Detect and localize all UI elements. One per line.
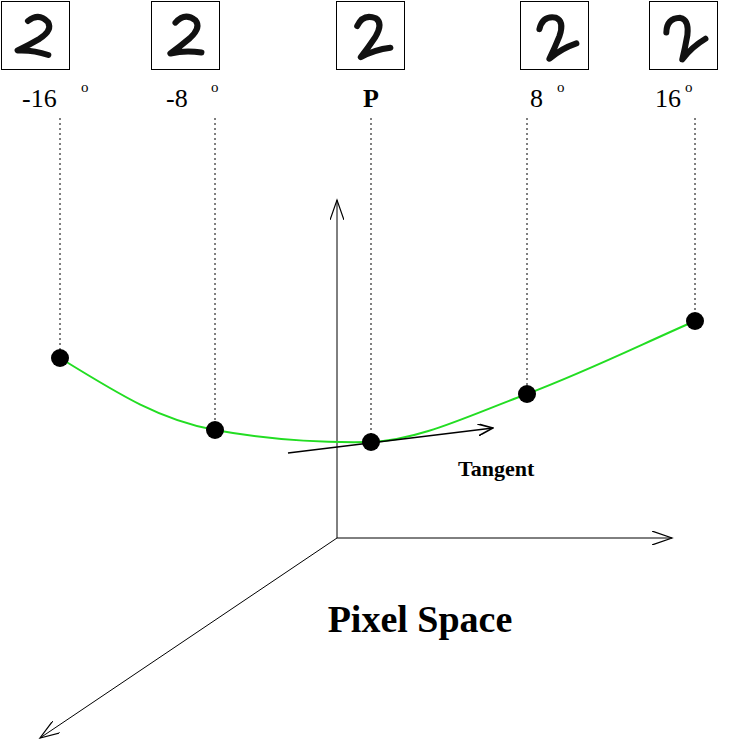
- manifold-curve: [60, 321, 695, 442]
- degree-mark: o: [81, 80, 89, 95]
- manifold-points: [51, 312, 704, 451]
- space-label: Pixel Space: [328, 600, 513, 638]
- prototype-label: P: [363, 86, 379, 112]
- digit-images: [2, 2, 718, 70]
- degree-mark: o: [557, 80, 565, 95]
- tangent-arrow: [288, 428, 493, 453]
- tangent-label: Tangent: [458, 458, 534, 480]
- drop-lines: [60, 118, 695, 436]
- angle-label: -8: [166, 86, 188, 112]
- digit-strokes: [18, 11, 707, 60]
- axes: [40, 200, 672, 738]
- angle-label: -16: [22, 86, 57, 112]
- degree-mark: o: [685, 80, 693, 95]
- angle-label: 8: [530, 86, 543, 112]
- degree-mark: o: [211, 80, 219, 95]
- angle-label: 16: [655, 86, 681, 112]
